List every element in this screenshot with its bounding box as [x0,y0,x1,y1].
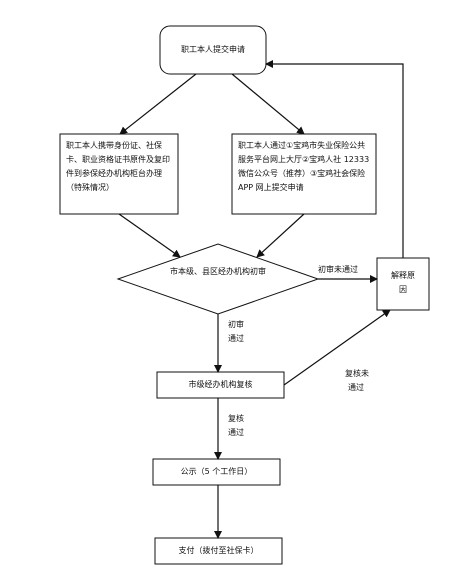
publicity-node [152,458,281,486]
initial-review-node [116,243,320,315]
edge-submit-online [231,73,305,135]
review-fail-label-1: 复核未 [345,369,369,378]
review-pass-label-2: 通过 [228,428,244,437]
submit-label: 职工本人提交申请 [181,45,245,54]
initial-review-label: 市本级、县区经办机构初审 [170,267,266,276]
explain-label: 解释原因 [391,271,415,294]
explain-node [376,257,430,311]
review-fail-label-2: 通过 [348,383,364,392]
edge-explain-submit [265,60,404,258]
online-label: 职工本人通过①宝鸡市失业保险公共服务平台网上大厅②宝鸡人社 12333 微信公众… [238,141,370,192]
submit-node [159,25,267,75]
edge-rereview-explain [283,309,391,386]
offline-node [59,133,179,215]
initial-pass-label-1: 初审 [228,320,244,329]
re-review-label: 市级经办机构复核 [188,380,253,389]
edge-submit-offline [119,73,197,135]
edge-offline-review [118,213,181,258]
review-pass-label-1: 复核 [228,414,244,423]
payment-node [154,537,283,565]
re-review-node [156,371,285,399]
initial-fail-label: 初审未通过 [318,265,358,274]
payment-label: 支付（拨付至社保卡） [178,546,259,555]
initial-pass-label-2: 通过 [228,334,244,343]
offline-label: 职工本人携带身份证、社保卡、职业资格证书原件及复印件到参保经办机构柜台办理（特殊… [66,141,170,192]
edge-online-review [256,213,305,258]
publicity-label: 公示（5 个工作日） [180,467,253,476]
